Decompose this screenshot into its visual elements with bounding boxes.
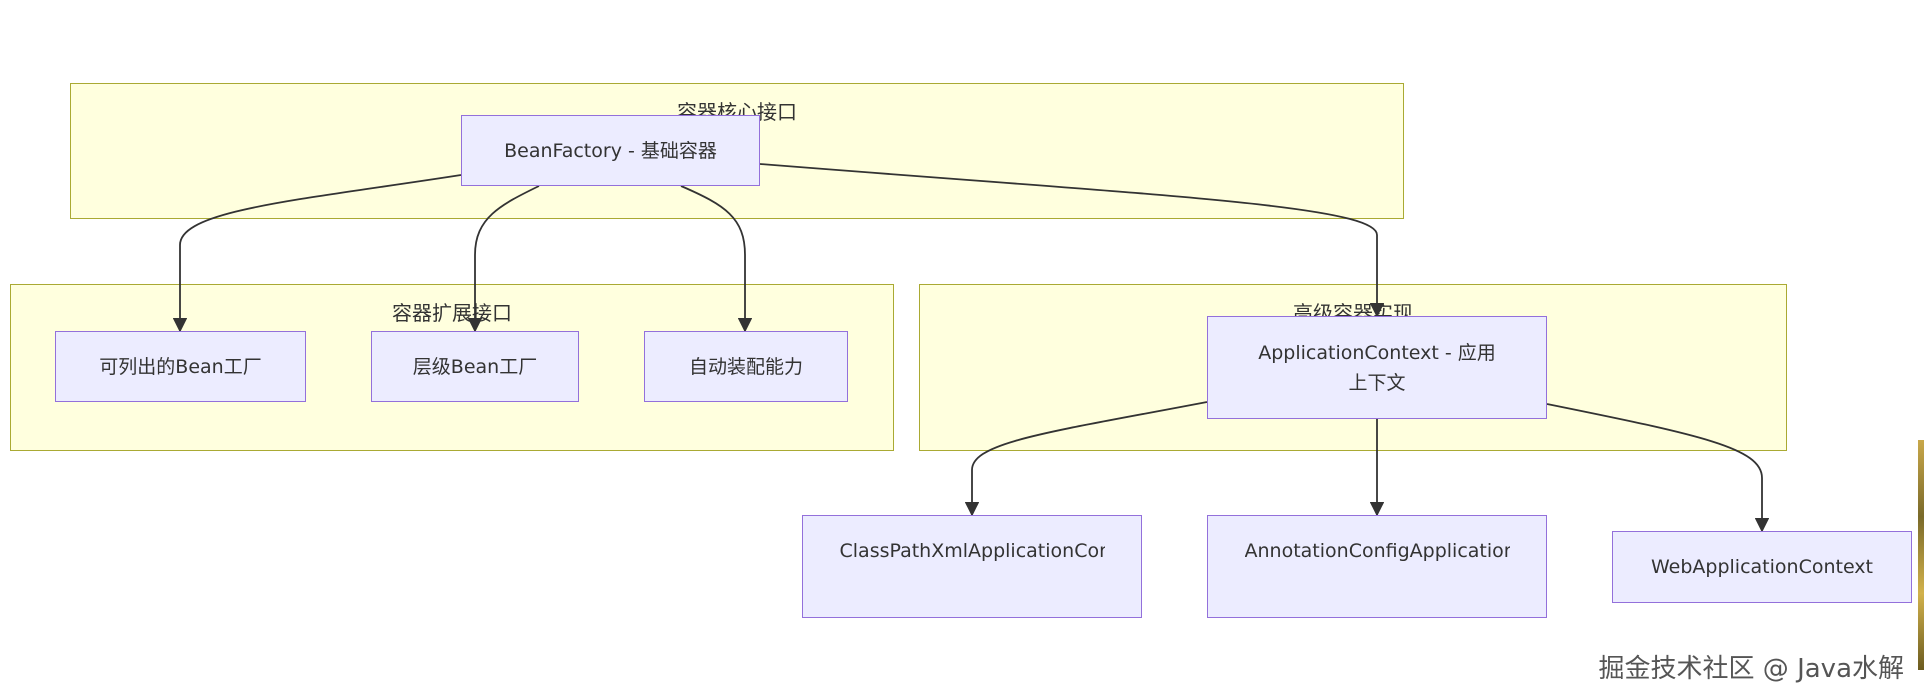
node-listable-label: 可列出的Bean工厂: [99, 355, 262, 378]
watermark-text: 掘金技术社区 @ Java水解: [1598, 654, 1904, 684]
node-autowire-capability: 自动装配能力: [644, 331, 848, 402]
edge-beanfactory-to-autowire: [680, 185, 753, 333]
node-annotation-config-application-context: AnnotationConfigApplicationContext: [1207, 515, 1547, 618]
node-application-context-label: ApplicationContext - 应用 上下文: [1258, 341, 1496, 394]
node-application-context: ApplicationContext - 应用 上下文: [1207, 316, 1547, 419]
node-web-application-context: WebApplicationContext: [1612, 531, 1912, 603]
edge-beanfactory-to-hierarchical: [467, 185, 540, 333]
node-bean-factory-label: BeanFactory - 基础容器: [504, 139, 717, 162]
cluster-extension-label: 容器扩展接口: [392, 301, 512, 325]
node-annotation-config-label: AnnotationConfigApplicationContext: [1244, 540, 1510, 562]
node-classpath-xml-label: ClassPathXmlApplicationContext: [839, 540, 1105, 562]
edge-decoration: [1918, 440, 1924, 670]
node-bean-factory: BeanFactory - 基础容器: [461, 115, 760, 186]
node-hierarchical-label: 层级Bean工厂: [412, 355, 538, 378]
node-hierarchical-bean-factory: 层级Bean工厂: [371, 331, 579, 402]
node-classpath-xml-application-context: ClassPathXmlApplicationContext: [802, 515, 1142, 618]
node-autowire-label: 自动装配能力: [688, 355, 803, 378]
edge-applicationcontext-to-classpathxml: [964, 401, 1208, 517]
node-listable-bean-factory: 可列出的Bean工厂: [55, 331, 306, 402]
edge-beanfactory-to-listable: [172, 174, 462, 333]
node-web-context-label: WebApplicationContext: [1650, 556, 1874, 578]
edge-applicationcontext-to-webcontext: [1546, 403, 1770, 533]
edge-beanfactory-to-applicationcontext: [759, 163, 1385, 318]
